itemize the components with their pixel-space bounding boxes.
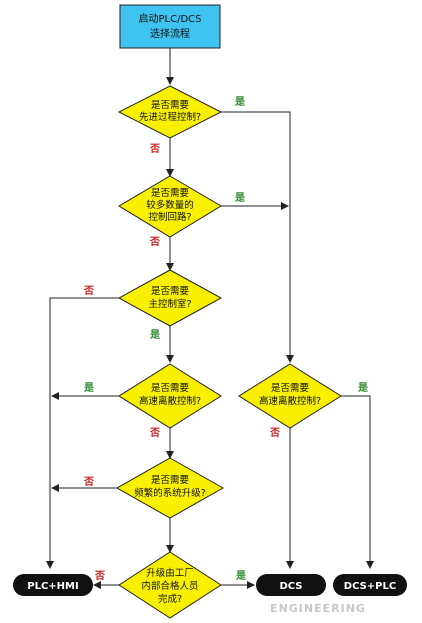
d6-line-1: 升级由工厂 bbox=[146, 567, 194, 579]
d2-line-3: 控制回路? bbox=[148, 211, 191, 223]
decision-main-control-room: 是否需要 主控制室? bbox=[117, 269, 223, 327]
decision-upgrade-by-qualified-staff: 升级由工厂 内部合格人员 完成? bbox=[118, 551, 222, 619]
d6-line-2: 内部合格人员 bbox=[141, 580, 198, 592]
decision-high-speed-discrete-left: 是否需要 高速离散控制? bbox=[118, 363, 222, 429]
edges bbox=[46, 48, 374, 589]
label-d1-no: 否 bbox=[149, 143, 160, 155]
terminal-dcs-plc: DCS+PLC bbox=[333, 574, 407, 596]
label-d6-yes: 是 bbox=[235, 570, 246, 582]
decision-many-control-loops: 是否需要 较多数量的 控制回路? bbox=[118, 175, 222, 238]
edge-d1-yes bbox=[221, 111, 294, 363]
start-line-2: 选择流程 bbox=[150, 27, 190, 40]
d3-line-1: 是否需要 bbox=[151, 286, 189, 297]
terminal-dcs-plc-label: DCS+PLC bbox=[344, 581, 396, 592]
decision-high-speed-discrete-right: 是否需要 高速离散控制? bbox=[238, 363, 342, 429]
label-d3-no: 否 bbox=[83, 285, 94, 297]
d2-line-1: 是否需要 bbox=[151, 188, 189, 199]
d3-line-2: 主控制室? bbox=[148, 298, 191, 310]
d7-line-2: 高速离散控制? bbox=[259, 395, 321, 407]
label-d5-no: 否 bbox=[83, 476, 94, 488]
d4-line-2: 高速离散控制? bbox=[139, 395, 201, 407]
decision-frequent-upgrades: 是否需要 频繁的系统升级? bbox=[115, 457, 225, 519]
terminal-plc-hmi: PLC+HMI bbox=[13, 574, 93, 596]
label-d4-yes: 是 bbox=[83, 382, 94, 394]
watermark-text: ENGINEERING bbox=[270, 602, 366, 615]
label-d7-no: 否 bbox=[269, 427, 280, 439]
start-line-1: 启动PLC/DCS bbox=[139, 12, 202, 25]
label-d1-yes: 是 bbox=[234, 96, 245, 108]
edge-d3-no bbox=[46, 297, 119, 569]
terminal-dcs: DCS bbox=[256, 574, 326, 596]
label-d2-yes: 是 bbox=[234, 192, 245, 204]
d5-line-1: 是否需要 bbox=[151, 475, 189, 486]
d1-line-1: 是否需要 bbox=[151, 100, 189, 111]
d4-line-1: 是否需要 bbox=[151, 383, 189, 394]
d2-line-2: 较多数量的 bbox=[146, 199, 194, 211]
d6-line-3: 完成? bbox=[158, 593, 182, 605]
terminal-dcs-label: DCS bbox=[279, 581, 302, 592]
label-d7-yes: 是 bbox=[357, 382, 368, 394]
label-d4-no: 否 bbox=[149, 427, 160, 439]
terminal-plc-hmi-label: PLC+HMI bbox=[27, 581, 78, 592]
decision-advanced-process-control: 是否需要 先进过程控制? bbox=[117, 85, 223, 139]
start-node: 启动PLC/DCS 选择流程 bbox=[119, 4, 221, 49]
label-d6-no: 否 bbox=[94, 570, 105, 582]
label-d2-no: 否 bbox=[149, 236, 160, 248]
d1-line-2: 先进过程控制? bbox=[139, 111, 201, 123]
d5-line-2: 频繁的系统升级? bbox=[134, 487, 206, 499]
d7-line-1: 是否需要 bbox=[271, 383, 309, 394]
edge-labels: 是 否 是 否 否 是 是 否 否 否 是 否 是 bbox=[83, 96, 368, 582]
edge-d7-yes bbox=[341, 395, 374, 569]
label-d3-yes: 是 bbox=[149, 329, 160, 341]
